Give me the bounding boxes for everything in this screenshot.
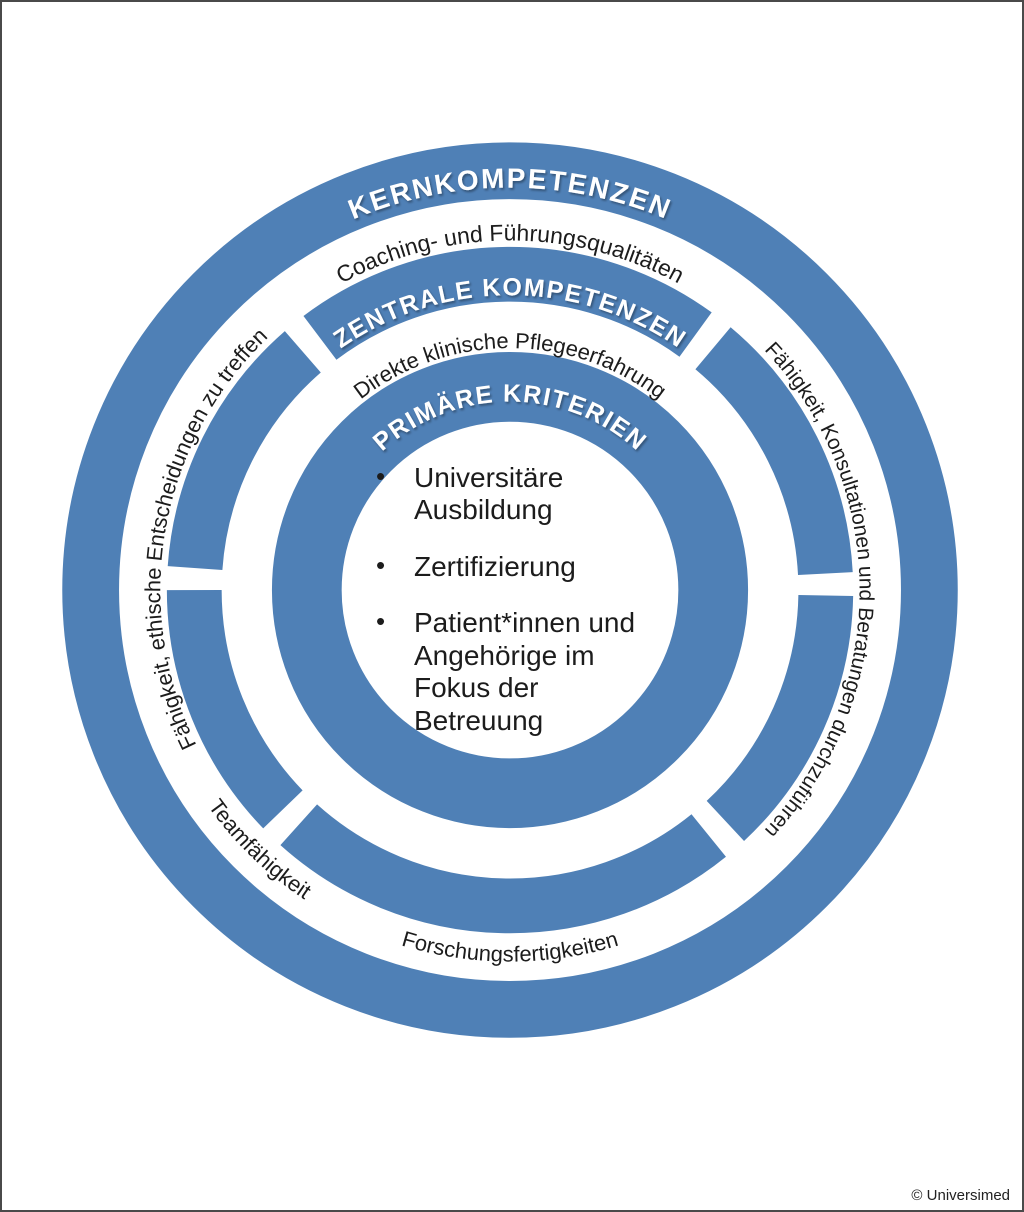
copyright-credit: © Universimed bbox=[911, 1187, 1010, 1204]
center-bullet-item: Patient*innen und Angehörige im Fokus de… bbox=[368, 606, 672, 737]
middle-ring-segment-right-upper bbox=[695, 327, 853, 576]
middle-ring-segment-left-lower bbox=[166, 589, 303, 829]
outer-ring bbox=[62, 142, 958, 1038]
center-bullet-item: Universitäre Ausbildung bbox=[368, 461, 672, 527]
middle-ring bbox=[166, 246, 854, 934]
middle-ring-segment-top bbox=[303, 246, 712, 360]
middle-ring-segment-left-upper bbox=[167, 331, 322, 571]
middle-ring-segment-right-lower bbox=[706, 594, 854, 841]
inner-ring bbox=[271, 351, 749, 829]
center-bullet-item: Zertifizierung bbox=[368, 550, 672, 583]
center-bullet-list: Universitäre Ausbildung Zertifizierung P… bbox=[368, 461, 672, 737]
middle-ring-segment-bottom bbox=[280, 804, 726, 934]
primary-criteria-list: Universitäre Ausbildung Zertifizierung P… bbox=[368, 461, 672, 761]
